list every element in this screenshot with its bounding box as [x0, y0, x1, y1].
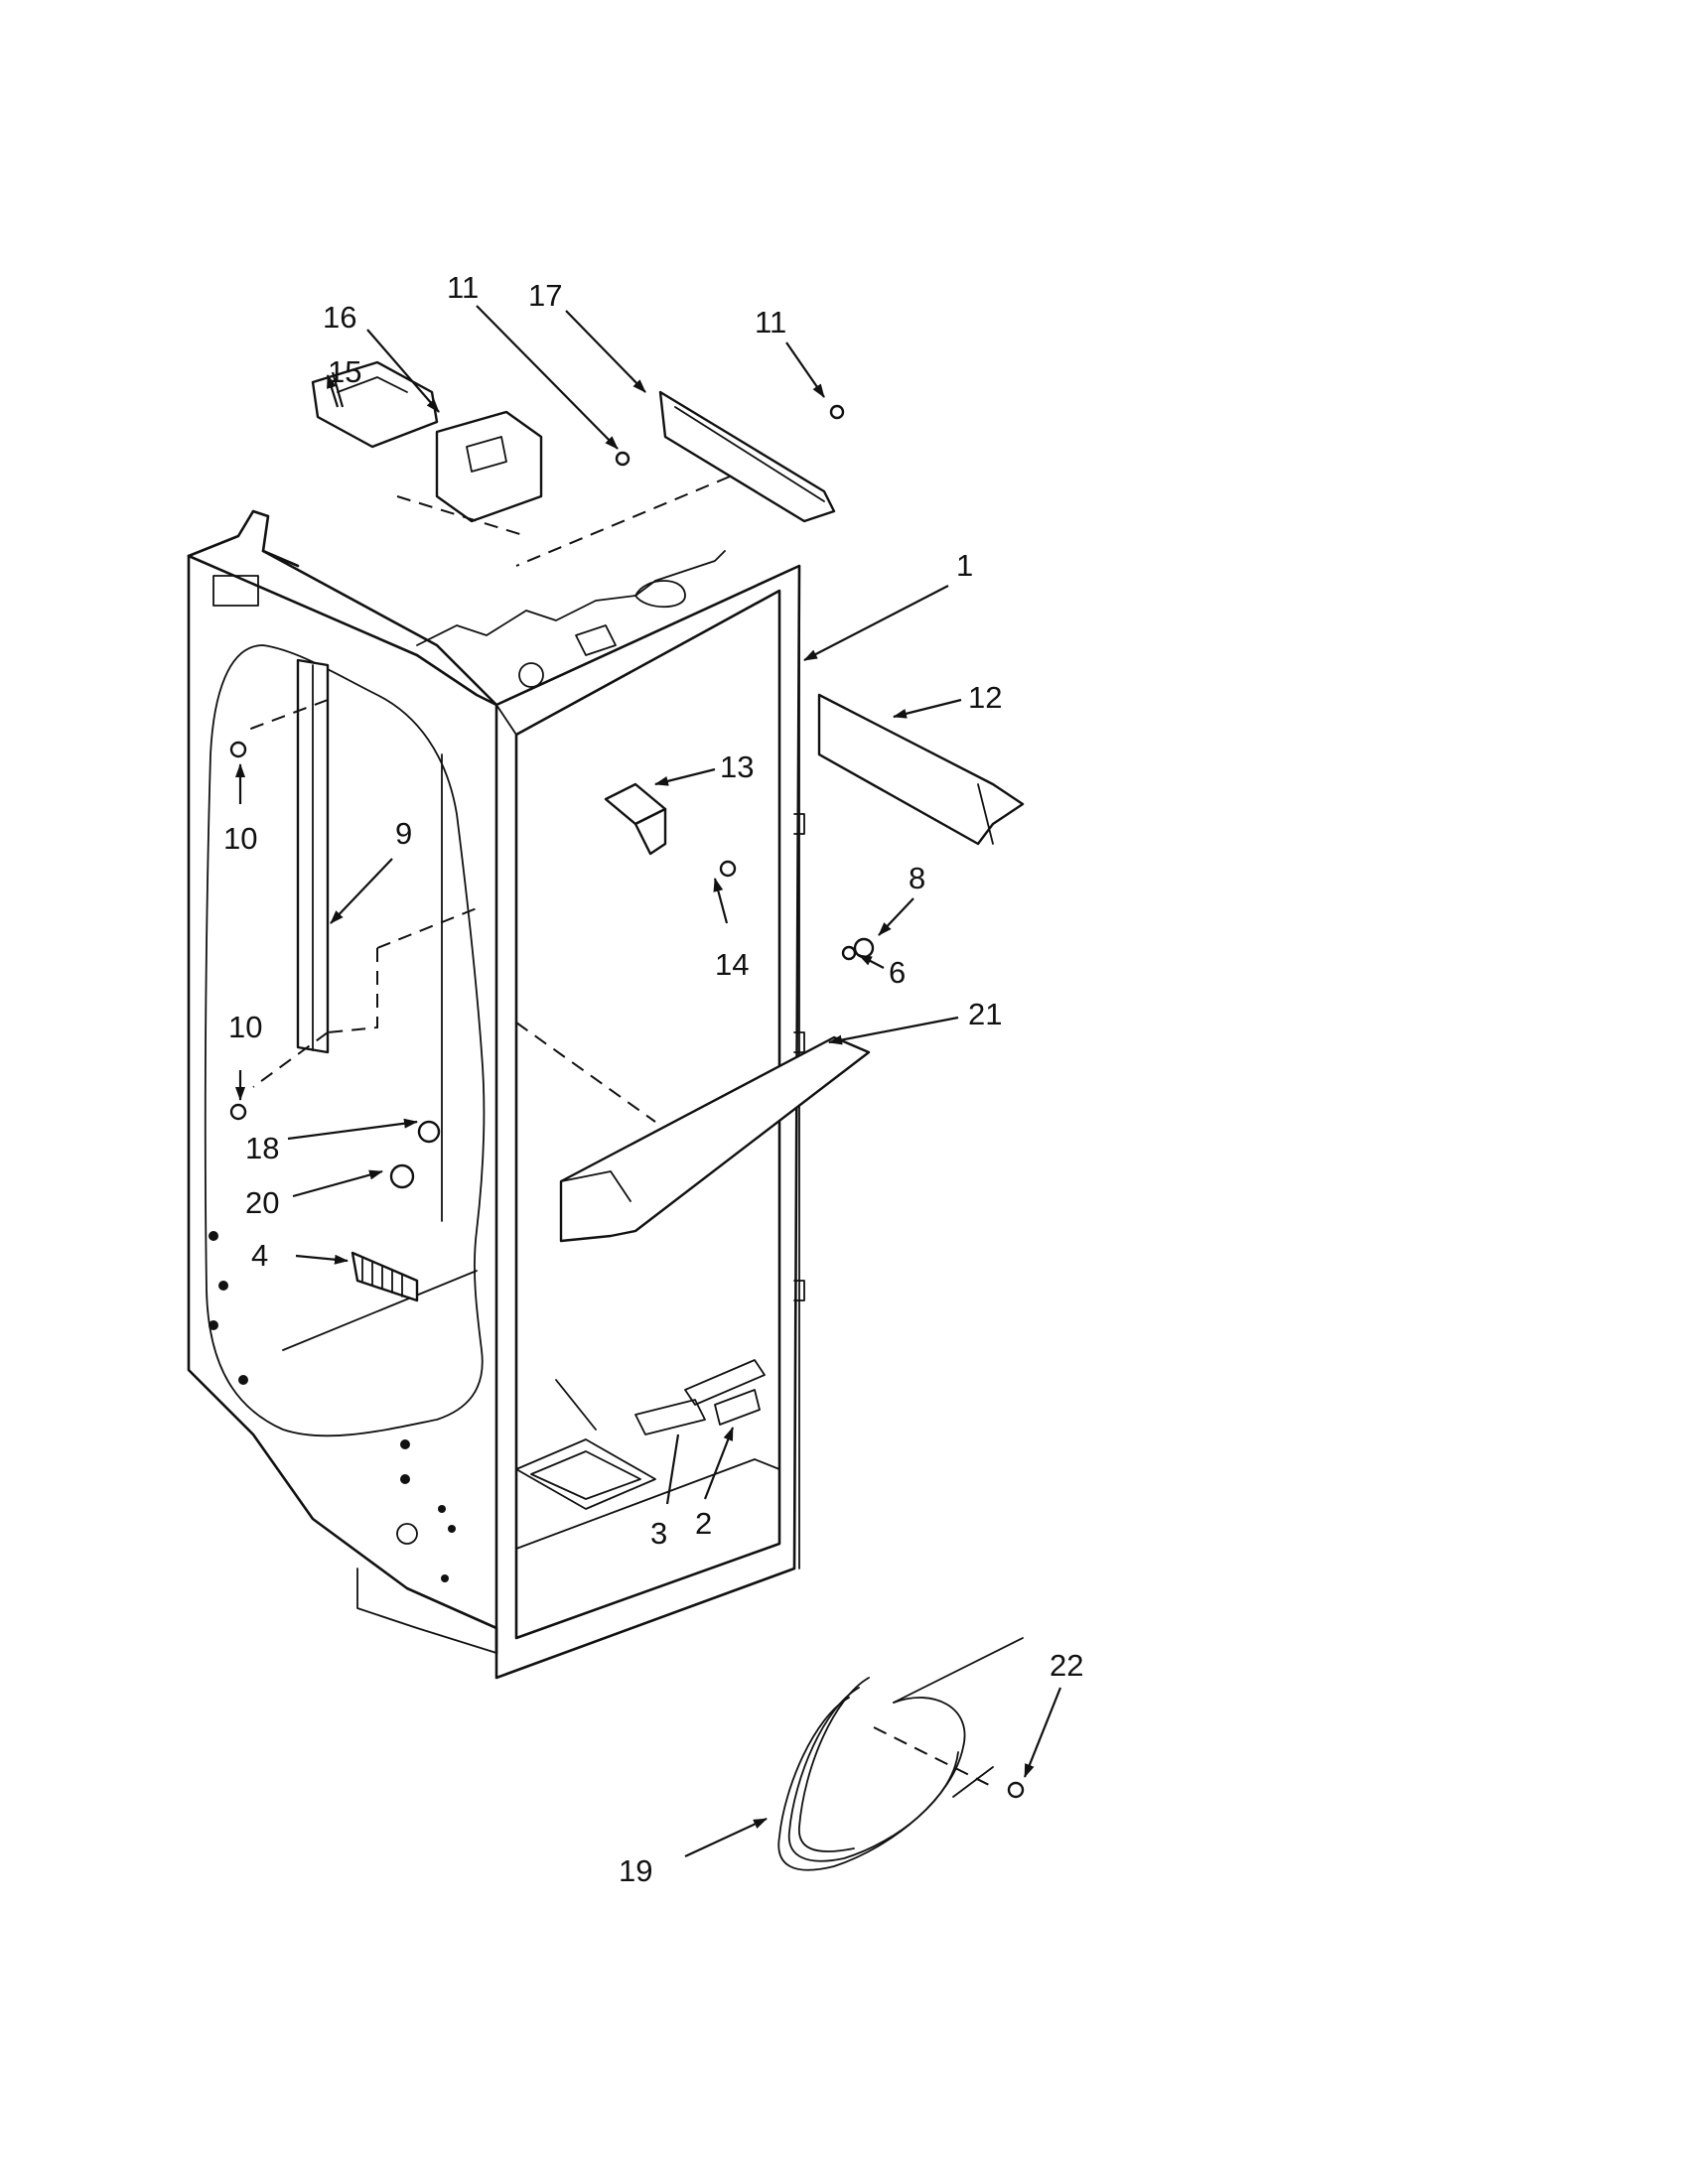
callout-label-1: 1 [956, 548, 973, 583]
callout-label-18: 18 [245, 1131, 279, 1165]
callout-leader-6 [858, 954, 885, 969]
callout-leader-4 [295, 1254, 349, 1265]
callout-leader-1 [803, 585, 949, 661]
screw-10-bottom [229, 1103, 247, 1121]
cover-part-21 [559, 1035, 871, 1243]
callout-leader-11a [476, 305, 619, 450]
callout-label-20: 20 [245, 1185, 279, 1220]
callout-label-22: 22 [1050, 1648, 1083, 1683]
wire-harness-part-19 [777, 1637, 1024, 1871]
mounting-bracket-part-16 [396, 410, 543, 537]
callout-label-14: 14 [715, 947, 749, 982]
callout-label-21: 21 [968, 997, 1002, 1031]
callout-leader-22 [1023, 1687, 1062, 1778]
callout-label-9: 9 [395, 816, 412, 851]
light-bulb-20 [389, 1163, 415, 1189]
air-channel-part-12 [817, 693, 1025, 846]
callout-leader-16 [366, 329, 440, 413]
callout-label-10a: 10 [223, 821, 257, 856]
callout-leader-18 [287, 1118, 418, 1141]
callout-label-11b: 11 [755, 305, 786, 340]
callout-label-11a: 11 [447, 270, 479, 305]
callout-label-16: 16 [323, 300, 356, 335]
bracket-part-13 [604, 782, 667, 856]
callout-leader-19 [684, 1818, 768, 1857]
callout-leader-8 [878, 897, 914, 936]
callout-label-2: 2 [695, 1506, 712, 1541]
callout-leader-2 [703, 1427, 735, 1500]
callout-leader-3 [665, 1433, 680, 1505]
bracket-part-2 [714, 1389, 761, 1426]
callout-leader-14 [713, 878, 729, 924]
callout-label-3: 3 [650, 1516, 667, 1551]
callouts: 1 2 3 4 6 8 9 10 10 11 11 12 13 14 15 16 [223, 270, 1083, 1888]
screw-22 [1007, 1781, 1025, 1799]
screw-14 [719, 860, 737, 878]
callout-leader-20 [292, 1169, 383, 1198]
screw-10-top [229, 741, 247, 758]
hardware [229, 404, 1025, 1799]
callout-leader-15 [326, 374, 340, 408]
callout-leader-17 [565, 310, 646, 393]
callout-label-15: 15 [328, 354, 361, 389]
callout-label-6: 6 [889, 955, 906, 990]
callout-label-12: 12 [968, 680, 1002, 715]
callout-leader-15b [331, 371, 345, 408]
grille-part-4 [351, 1251, 419, 1302]
callout-leader-21 [828, 1016, 959, 1045]
washer-8 [853, 937, 875, 959]
callout-label-19: 19 [619, 1853, 652, 1888]
light-socket-18 [417, 1120, 441, 1144]
callout-label-10b: 10 [228, 1010, 262, 1044]
callout-label-4: 4 [251, 1238, 268, 1273]
callout-label-8: 8 [909, 861, 925, 895]
screw-6 [841, 945, 857, 961]
control-box-part-15 [311, 360, 439, 449]
callout-leader-12 [893, 698, 962, 719]
callout-label-17: 17 [528, 278, 562, 313]
callout-leader-9 [330, 858, 393, 924]
vertical-shelf-rail [247, 658, 478, 1088]
cabinet-liner [187, 509, 805, 1680]
callout-label-13: 13 [720, 750, 754, 784]
screw-11-left [615, 451, 631, 467]
callout-leader-11b [785, 341, 825, 398]
top-rail-part-17 [515, 390, 836, 567]
callout-leader-13 [654, 767, 716, 786]
bracket-part-3 [634, 1399, 706, 1435]
screw-11-right [829, 404, 845, 420]
